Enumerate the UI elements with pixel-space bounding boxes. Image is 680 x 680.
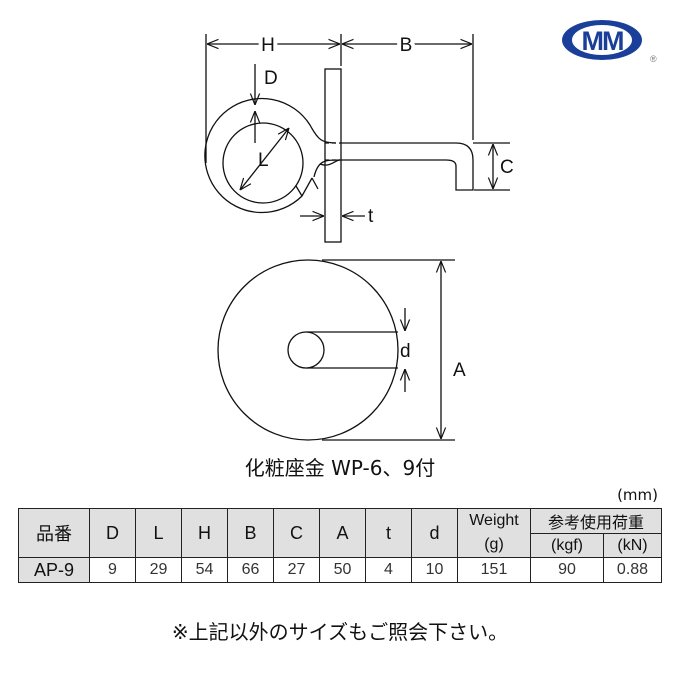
table-row: AP-9 9 29 54 66 27 50 4 10 151 90 0.88	[18, 557, 662, 583]
header-load: 参考使用荷重	[530, 508, 662, 534]
drawing-caption: 化粧座金 WP-6、9付	[244, 456, 436, 480]
header-L: L	[135, 508, 182, 558]
header-D: D	[89, 508, 136, 558]
header-d: d	[411, 508, 458, 558]
header-weight-unit: (g)	[457, 533, 531, 558]
cell-kgf: 90	[530, 557, 604, 583]
header-H: H	[181, 508, 228, 558]
cell-D: 9	[89, 557, 136, 583]
label-t: t	[368, 206, 374, 227]
cell-weight: 151	[457, 557, 531, 583]
cell-B: 66	[227, 557, 274, 583]
unit-label: (mm)	[617, 486, 658, 504]
header-load-kn: (kN)	[603, 533, 662, 558]
header-B: B	[227, 508, 274, 558]
label-d: d	[400, 341, 411, 362]
label-A: A	[453, 360, 466, 381]
cell-A: 50	[319, 557, 366, 583]
footer-note: ※上記以外のサイズもご照会下さい。	[171, 620, 509, 644]
cell-C: 27	[273, 557, 320, 583]
spec-table: 品番 D L H B C A t d Weight 参考使用荷重 (g) (kg…	[18, 508, 662, 583]
header-C: C	[273, 508, 320, 558]
cell-L: 29	[135, 557, 182, 583]
cell-d: 10	[411, 557, 458, 583]
label-C: C	[500, 157, 514, 178]
label-H: H	[261, 35, 275, 56]
cell-kn: 0.88	[603, 557, 662, 583]
header-load-kgf: (kgf)	[530, 533, 604, 558]
header-part-no: 品番	[18, 508, 90, 558]
header-A: A	[319, 508, 366, 558]
label-B: B	[400, 35, 413, 56]
header-weight: Weight	[457, 508, 531, 534]
label-L: L	[258, 150, 269, 171]
label-D: D	[264, 68, 278, 89]
registered-mark: ®	[650, 54, 657, 64]
mm-logo: MM ®	[562, 20, 657, 64]
logo-text: MM	[582, 26, 623, 56]
cell-part-no: AP-9	[18, 557, 90, 583]
cell-t: 4	[365, 557, 412, 583]
cell-H: 54	[181, 557, 228, 583]
technical-drawing: H B D L C t d A MM ®	[204, 20, 657, 441]
header-t: t	[365, 508, 412, 558]
